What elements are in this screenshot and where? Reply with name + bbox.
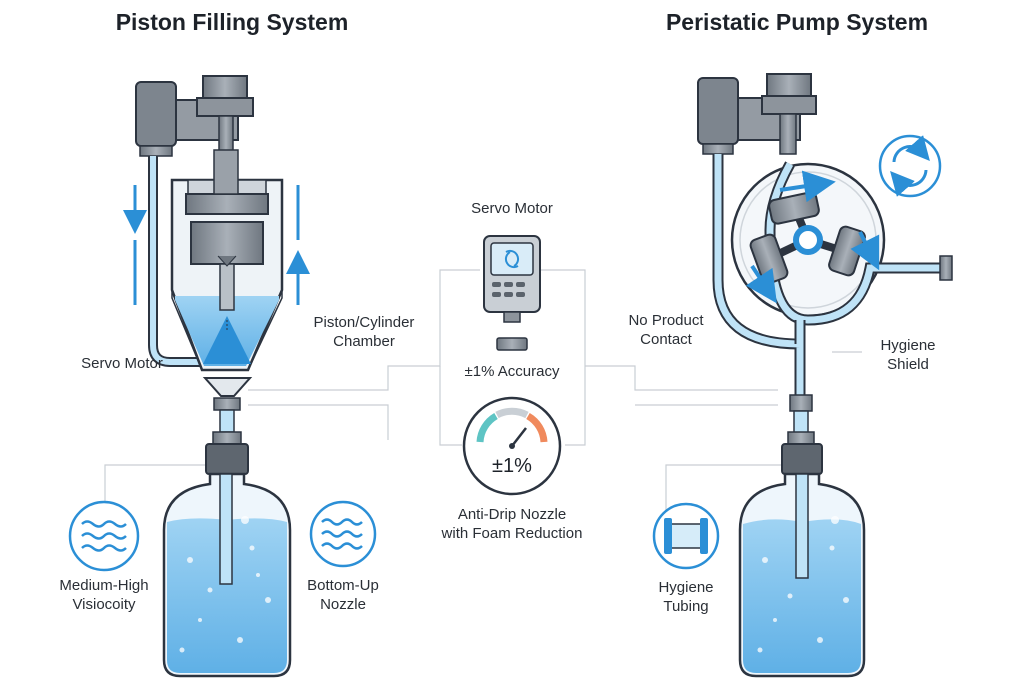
title-peristaltic-pump: Peristatic Pump System xyxy=(665,9,929,35)
label-viscosity: Medium-High Visiocoity xyxy=(59,577,149,613)
label-anti-drip: Anti-Drip Nozzle with Foam Reduction xyxy=(441,506,583,542)
servo-motor-housing xyxy=(135,81,177,147)
waves-icon xyxy=(309,500,377,568)
piston-filling-machine xyxy=(123,75,310,678)
title-piston-filling: Piston Filling System xyxy=(115,9,349,35)
label-servo-motor-center: Servo Motor xyxy=(471,200,553,217)
label-bottom-up-nozzle: Bottom-Up Nozzle xyxy=(307,577,379,613)
accuracy-gauge-icon xyxy=(462,396,562,496)
gauge-value: ±1% xyxy=(492,455,532,477)
accuracy-bracket-icon xyxy=(496,337,528,351)
peristaltic-pump-machine xyxy=(697,73,953,678)
label-hygiene-tubing: Hygiene Tubing xyxy=(658,579,714,615)
label-piston-chamber: Piston/Cylinder Chamber xyxy=(313,314,415,350)
servo-controller-icon xyxy=(483,235,541,323)
waves-icon xyxy=(68,500,140,572)
tube-segment-icon xyxy=(652,502,720,570)
label-accuracy: ±1% Accuracy xyxy=(464,363,560,380)
label-hygiene-shield: Hygiene Shield xyxy=(880,337,936,373)
label-no-product-contact: No Product Contact xyxy=(628,312,704,348)
rotation-arrows-icon xyxy=(878,134,942,198)
label-servo-motor-left: Servo Motor xyxy=(81,355,163,372)
connector-lines xyxy=(104,269,862,512)
